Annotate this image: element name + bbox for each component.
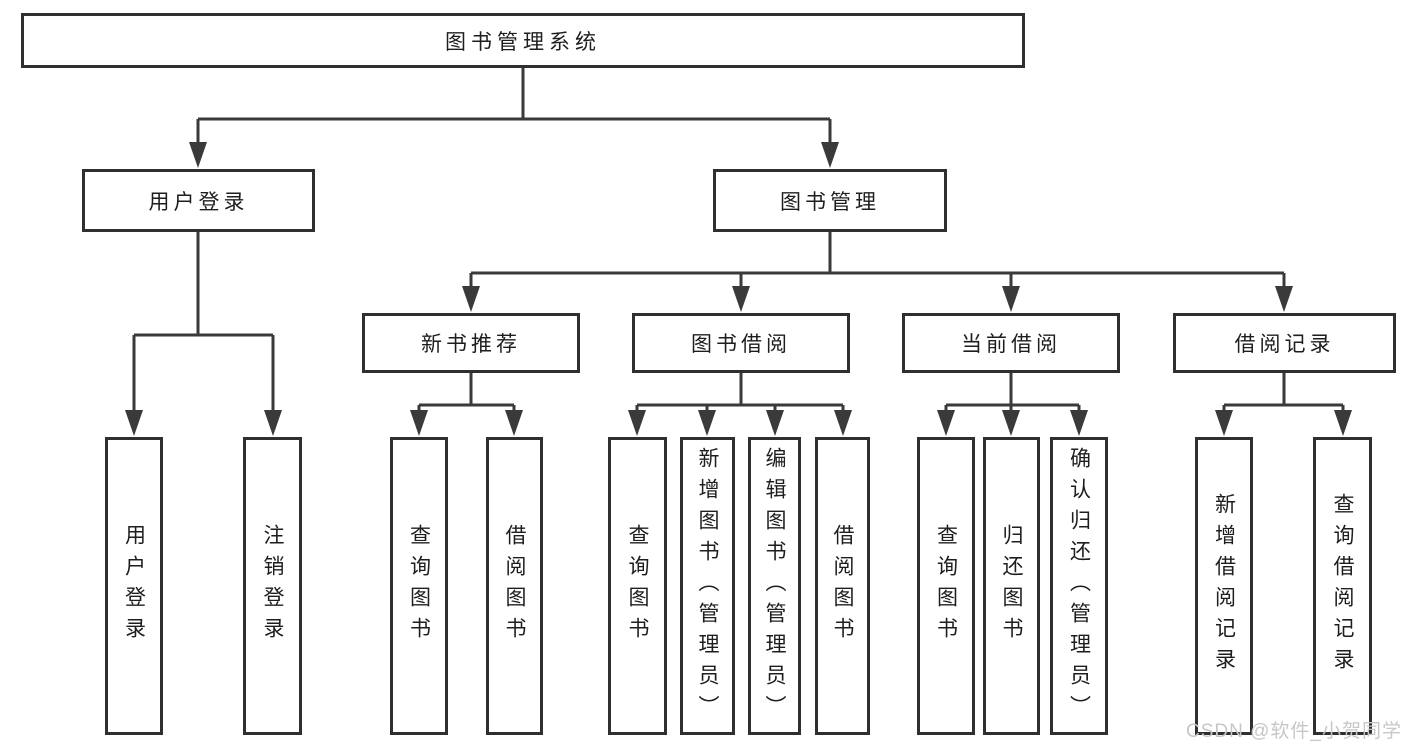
leaf-query-books-current: 查询图书: [917, 437, 975, 735]
leaf-borrow-books-borrowing: 借阅图书: [815, 437, 870, 735]
leaf-add-borrow-record-label: 新增借阅记录: [1212, 493, 1236, 679]
leaf-add-books-admin: 新增图书（管理员）: [680, 437, 735, 735]
leaf-edit-books-admin: 编辑图书（管理员）: [748, 437, 801, 735]
leaf-confirm-return-admin-label: 确认归还（管理员）: [1067, 446, 1091, 726]
leaf-user-login: 用户登录: [105, 437, 163, 735]
leaf-add-borrow-record: 新增借阅记录: [1195, 437, 1253, 735]
leaf-logout-login: 注销登录: [243, 437, 302, 735]
leaf-query-books-current-label: 查询图书: [934, 524, 958, 648]
leaf-logout-login-label: 注销登录: [261, 524, 284, 648]
leaf-query-books-recommend-label: 查询图书: [407, 524, 431, 648]
leaf-confirm-return-admin: 确认归还（管理员）: [1050, 437, 1108, 735]
leaf-edit-books-admin-label: 编辑图书（管理员）: [763, 446, 786, 726]
node-book-borrowing: 图书借阅: [632, 313, 850, 373]
leaf-user-login-label: 用户登录: [122, 524, 146, 648]
arrowheads: [125, 142, 1352, 436]
node-book-management: 图书管理: [713, 169, 947, 232]
leaf-borrow-books-recommend: 借阅图书: [486, 437, 543, 735]
leaf-return-books-label: 归还图书: [1000, 524, 1023, 648]
leaf-query-borrow-record: 查询借阅记录: [1313, 437, 1372, 735]
node-new-book-recommendation: 新书推荐: [362, 313, 580, 373]
leaf-query-books-recommend: 查询图书: [390, 437, 448, 735]
node-current-borrowing: 当前借阅: [902, 313, 1120, 373]
leaf-query-borrow-record-label: 查询借阅记录: [1331, 493, 1354, 679]
node-library-system: 图书管理系统: [21, 13, 1025, 68]
leaf-borrow-books-recommend-label: 借阅图书: [503, 524, 526, 648]
leaf-query-books-borrowing: 查询图书: [608, 437, 667, 735]
node-borrowing-records: 借阅记录: [1173, 313, 1396, 373]
node-user-login: 用户登录: [82, 169, 315, 232]
leaf-borrow-books-borrowing-label: 借阅图书: [831, 524, 854, 648]
leaf-query-books-borrowing-label: 查询图书: [626, 524, 649, 648]
leaf-return-books: 归还图书: [983, 437, 1040, 735]
leaf-add-books-admin-label: 新增图书（管理员）: [696, 446, 719, 726]
watermark: CSDN @软件_小贺同学: [1186, 721, 1402, 742]
